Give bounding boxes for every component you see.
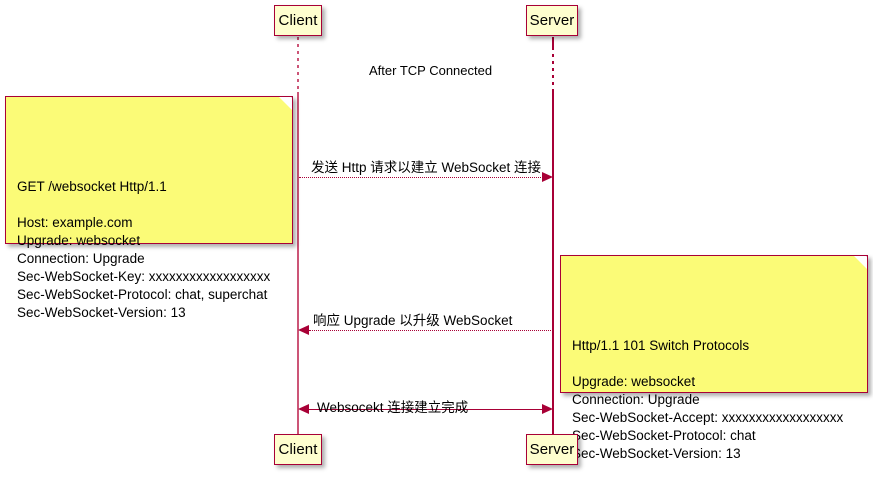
note-response: Http/1.1 101 Switch Protocols Upgrade: w… [560, 255, 868, 461]
participant-client-top-label: Client [278, 12, 318, 29]
lifeline-server-solid [552, 90, 554, 435]
message-3-label: Websocekt 连接建立完成 [317, 400, 469, 415]
message-3-arrowhead-right [542, 404, 553, 414]
note-request: GET /websocket Http/1.1 Host: example.co… [5, 96, 293, 320]
participant-server-bottom-label: Server [529, 441, 575, 458]
message-1-label: 发送 Http 请求以建立 WebSocket 连接 [311, 160, 542, 175]
participant-client-bottom[interactable]: Client [274, 434, 322, 465]
participant-client-bottom-label: Client [278, 441, 318, 458]
participant-client-top[interactable]: Client [274, 5, 322, 36]
lifeline-server-dotted-top [552, 37, 554, 47]
note-request-text: GET /websocket Http/1.1 Host: example.co… [17, 179, 271, 320]
note-response-text: Http/1.1 101 Switch Protocols Upgrade: w… [572, 338, 844, 461]
message-3-arrowhead-left [298, 404, 309, 414]
message-2-arrowhead-left [298, 325, 309, 335]
free-text-after-tcp-connected: After TCP Connected [369, 63, 493, 78]
participant-server-top[interactable]: Server [526, 5, 578, 36]
message-2-line [309, 330, 553, 331]
participant-server-bottom[interactable]: Server [526, 434, 578, 465]
message-3-line [308, 409, 543, 410]
message-2-label: 响应 Upgrade 以升级 WebSocket [313, 313, 513, 328]
lifeline-client-dotted [297, 37, 299, 92]
lifeline-server-dotted [552, 47, 554, 90]
lifeline-client-solid [297, 92, 299, 435]
note-fold-line-icon-2 [848, 256, 867, 275]
note-fold-line-icon [273, 97, 292, 116]
participant-server-top-label: Server [529, 12, 575, 29]
message-1-arrowhead-right [542, 172, 553, 182]
message-1-line [299, 177, 543, 178]
